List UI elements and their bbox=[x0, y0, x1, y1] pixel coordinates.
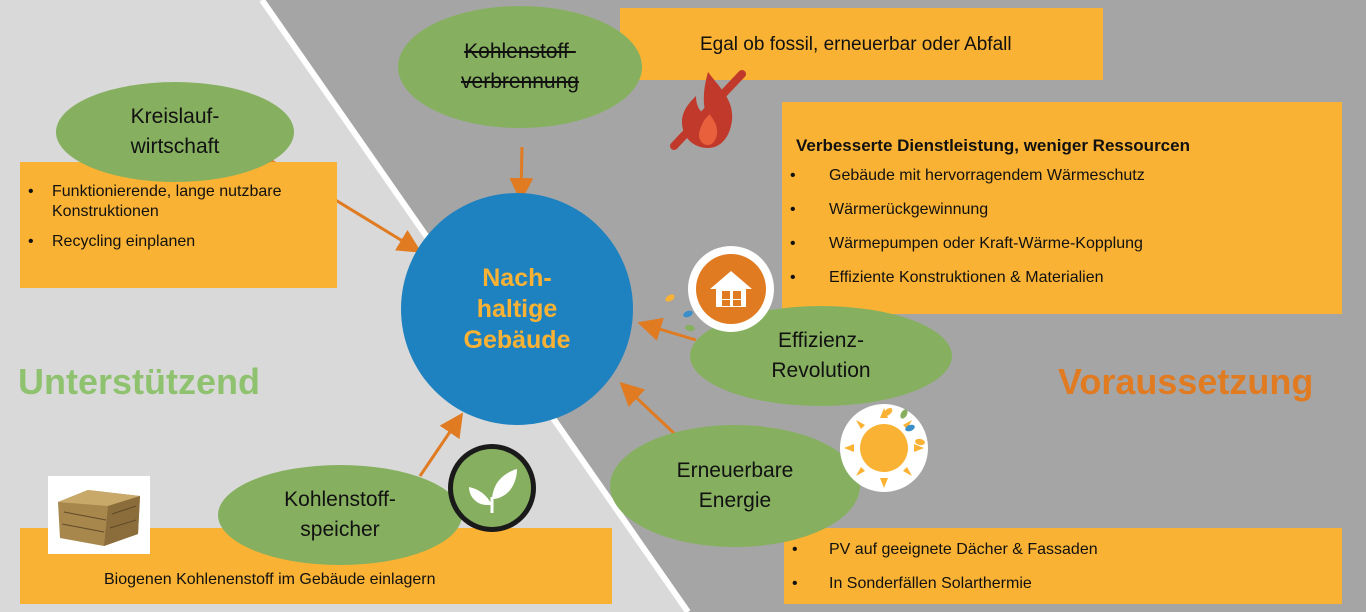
box-energie: PV auf geeignete Dächer & Fassaden In So… bbox=[784, 528, 1342, 604]
node-verbrennung-line1: Kohlenstoff- bbox=[464, 40, 576, 63]
node-kreislauf-line1: Kreislauf- bbox=[130, 105, 220, 128]
node-effizienz-line2: Revolution bbox=[771, 359, 871, 382]
kreislauf-list: Funktionierende, lange nutzbare Konstruk… bbox=[20, 182, 329, 252]
leaf-icon bbox=[448, 444, 536, 532]
box-fossil-text: Egal ob fossil, erneuerbar oder Abfall bbox=[700, 34, 1012, 55]
kreislauf-item: Recycling einplanen bbox=[20, 232, 329, 252]
node-effizienz-line1: Effizienz- bbox=[778, 329, 864, 352]
left-section-title: Unterstützend bbox=[18, 361, 260, 402]
arrow-speicher bbox=[418, 412, 464, 477]
box-kreislauf: Funktionierende, lange nutzbare Konstruk… bbox=[20, 162, 337, 288]
node-erneuerbare: Erneuerbare Energie bbox=[610, 425, 860, 547]
leaf-shape bbox=[469, 469, 517, 513]
energie-list: PV auf geeignete Dächer & Fassaden In So… bbox=[784, 540, 1342, 594]
effizienz-item: Gebäude mit hervorragendem Wärmeschutz bbox=[782, 166, 1342, 186]
arrow-erneuerbar bbox=[619, 381, 680, 439]
splash-dots-icon-2 bbox=[883, 408, 925, 446]
node-verbrennung-line2: verbrennung bbox=[461, 70, 579, 93]
center-label: Nach- haltige Gebäude bbox=[464, 263, 571, 356]
flame-crossed-icon bbox=[670, 70, 746, 150]
splash-dots-icon bbox=[665, 294, 695, 332]
energie-item: In Sonderfällen Solarthermie bbox=[784, 574, 1342, 594]
arrow-effizienz bbox=[637, 317, 697, 342]
house-icon bbox=[688, 246, 774, 332]
house-shape bbox=[710, 271, 752, 307]
effizienz-item: Effiziente Konstruktionen & Materialien bbox=[782, 268, 1342, 288]
center-label-line3: Gebäude bbox=[463, 325, 571, 354]
box-speicher-text: Biogenen Kohlenenstoff im Gebäude einlag… bbox=[104, 571, 436, 588]
node-kreislaufwirtschaft: Kreislauf- wirtschaft bbox=[56, 82, 294, 182]
center-label-line2: haltige bbox=[476, 294, 558, 323]
node-speicher-line1: Kohlenstoff- bbox=[284, 488, 396, 511]
effizienz-item: Wärmepumpen oder Kraft-Wärme-Kopplung bbox=[782, 234, 1342, 254]
box-fossil: Egal ob fossil, erneuerbar oder Abfall bbox=[620, 8, 1103, 80]
node-erneuerbare-line2: Energie bbox=[698, 489, 772, 512]
arrow-verbrennung bbox=[509, 146, 534, 202]
node-kohlenstoffspeicher: Kohlenstoff- speicher bbox=[218, 465, 462, 565]
effizienz-list: Gebäude mit hervorragendem Wärmeschutz W… bbox=[782, 166, 1342, 288]
energie-item: PV auf geeignete Dächer & Fassaden bbox=[784, 540, 1342, 560]
node-kohlenstoffverbrennung: Kohlenstoff- verbrennung bbox=[398, 6, 642, 128]
node-erneuerbare-line1: Erneuerbare bbox=[676, 459, 794, 482]
right-section-title: Voraussetzung bbox=[1058, 361, 1314, 402]
effizienz-heading: Verbesserte Dienstleistung, weniger Ress… bbox=[796, 136, 1190, 155]
center-circle: Nach- haltige Gebäude bbox=[401, 193, 633, 425]
kreislauf-item: Funktionierende, lange nutzbare Konstruk… bbox=[20, 182, 312, 222]
straw-bale-icon bbox=[48, 476, 150, 554]
effizienz-item: Wärmerückgewinnung bbox=[782, 200, 1342, 220]
center-label-line1: Nach- bbox=[482, 263, 552, 292]
node-kreislauf-line2: wirtschaft bbox=[130, 135, 220, 158]
sun-icon bbox=[840, 404, 928, 492]
node-speicher-line2: speicher bbox=[300, 518, 380, 541]
box-effizienz: Verbesserte Dienstleistung, weniger Ress… bbox=[782, 102, 1342, 314]
